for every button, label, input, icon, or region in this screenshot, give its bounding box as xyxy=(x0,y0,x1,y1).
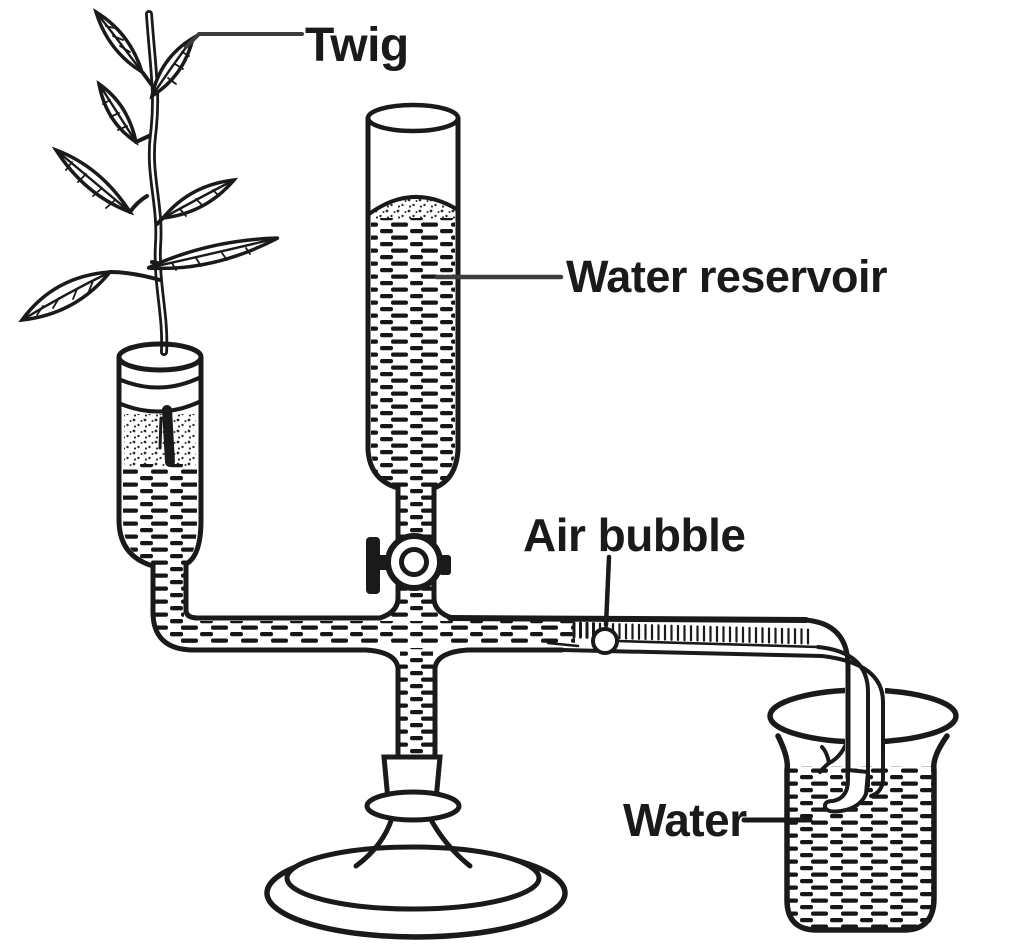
leaf xyxy=(92,8,146,76)
base-foot-inner xyxy=(284,844,542,912)
leaf xyxy=(158,177,239,221)
stand-base xyxy=(264,647,568,940)
water-reservoir-tube xyxy=(365,102,461,621)
air-bubble-leader-line xyxy=(603,554,612,628)
cork-stopper xyxy=(119,376,201,414)
twig-illustration xyxy=(18,8,280,356)
graduated-capillary-tube xyxy=(447,615,824,658)
labels: Twig Water reservoir Air bubble Water xyxy=(305,19,888,846)
leaf xyxy=(51,146,135,216)
leaf xyxy=(146,236,280,271)
twig-leader-line xyxy=(184,32,304,49)
stopcock-valve xyxy=(366,533,451,594)
cut-stem xyxy=(162,405,175,467)
horizontal-tube-water xyxy=(170,621,575,644)
meniscus-arc xyxy=(367,194,460,216)
reservoir-mouth xyxy=(365,102,461,134)
stopcock-handle xyxy=(366,537,451,594)
beaker-body-outline xyxy=(775,733,950,933)
twig-holder-flask xyxy=(116,341,204,653)
delivery-tube xyxy=(803,617,885,814)
stand-tube-water xyxy=(400,648,433,757)
water-label: Water xyxy=(623,794,747,846)
capillary-bore-line xyxy=(615,639,820,649)
water-reservoir-label: Water reservoir xyxy=(566,251,887,302)
twig-label: Twig xyxy=(305,19,409,72)
air-bubble-label: Air bubble xyxy=(523,509,745,561)
label-leader-lines xyxy=(184,32,813,823)
air-bubble xyxy=(591,627,619,655)
stand-collar xyxy=(364,789,462,823)
flask-mouth xyxy=(116,341,204,373)
stand-bell-left xyxy=(353,815,395,869)
stand-bell-right xyxy=(427,815,473,869)
leaf xyxy=(18,269,114,323)
delivery-tube-tip xyxy=(822,767,871,814)
leaf xyxy=(96,80,139,146)
horizontal-tube xyxy=(170,615,580,653)
